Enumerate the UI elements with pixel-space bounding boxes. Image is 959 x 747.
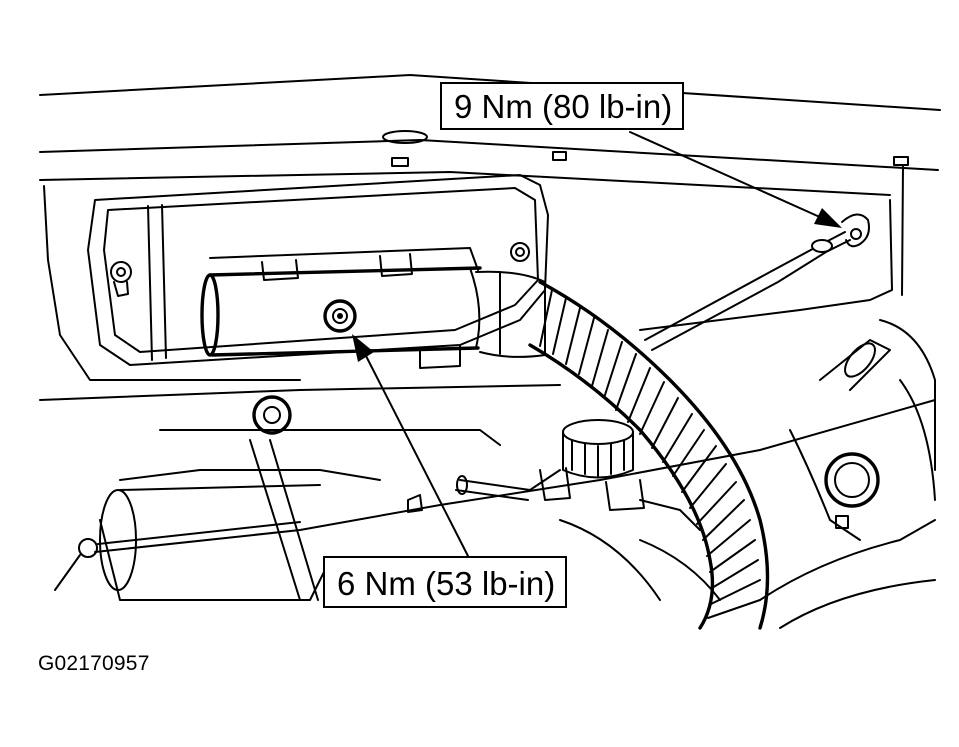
module-housing (87, 174, 549, 366)
upper-torque-callout: 9 Nm (80 lb-in) (440, 82, 685, 130)
right-side-hardware (559, 319, 936, 629)
module-cylinder (200, 247, 482, 369)
upper-arrow-head (814, 208, 842, 228)
reservoir-cap (539, 419, 701, 531)
leader-arrows (352, 131, 842, 557)
ground-wire (644, 213, 870, 351)
module-bolt (323, 299, 357, 333)
figure-identifier: G02170957 (38, 652, 150, 675)
corrugated-conduit (528, 280, 770, 630)
panel-fasteners (391, 151, 909, 167)
lower-arrow-head (352, 334, 374, 362)
lower-components (39, 384, 936, 601)
housing-studs (110, 242, 530, 297)
lower-torque-callout: 6 Nm (53 lb-in) (323, 556, 568, 608)
dash-panel (39, 74, 941, 381)
